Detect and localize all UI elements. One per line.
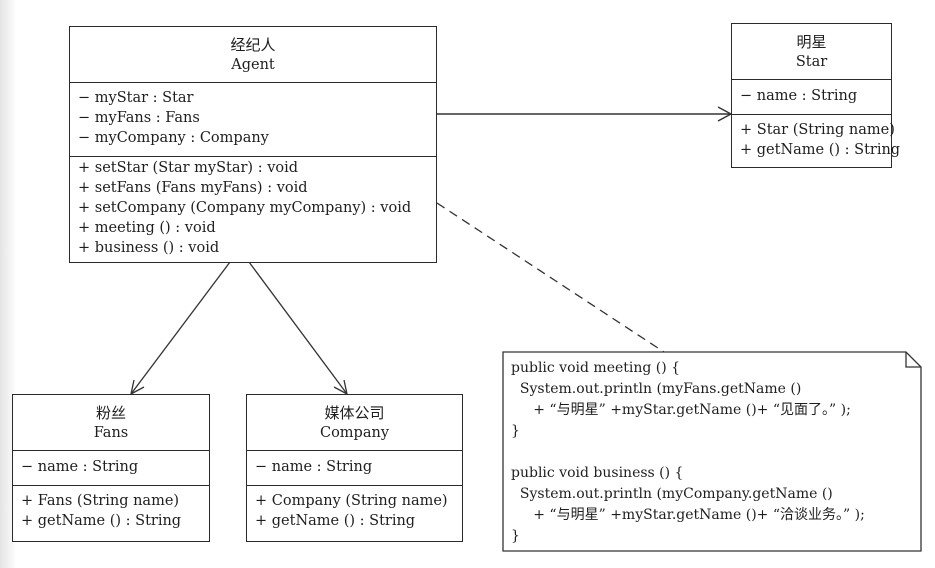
note-anchor-line <box>436 202 665 353</box>
class-name-en: Agent <box>231 56 275 73</box>
note-line: } <box>511 423 520 439</box>
class-star-attributes: − name : String <box>732 80 891 115</box>
method: + meeting () : void <box>78 220 216 236</box>
class-agent[interactable]: 经纪人 Agent − myStar : Star − myFans : Fan… <box>69 26 437 263</box>
method: + Star (String name) <box>740 122 895 138</box>
class-agent-methods: + setStar (Star myStar) : void + setFans… <box>70 157 436 258</box>
note-line: public void meeting () { <box>511 360 681 376</box>
class-name-cn: 媒体公司 <box>324 403 385 422</box>
class-star[interactable]: 明星 Star − name : String + Star (String n… <box>731 23 901 168</box>
class-name-en: Star <box>795 53 828 70</box>
class-agent-header: 经纪人 Agent <box>70 27 436 83</box>
code-note[interactable]: public void meeting () { System.out.prin… <box>503 352 921 551</box>
class-company-header: 媒体公司 Company <box>247 395 462 451</box>
method: + setFans (Fans myFans) : void <box>78 180 308 196</box>
class-name-cn: 经纪人 <box>230 35 276 54</box>
arrowhead-star <box>717 106 733 122</box>
method: + Company (String name) <box>255 493 448 509</box>
note-blank-line <box>511 442 921 463</box>
class-company[interactable]: 媒体公司 Company − name : String + Company (… <box>246 394 463 542</box>
class-company-methods: + Company (String name) + getName () : S… <box>247 486 462 531</box>
attribute: − name : String <box>255 459 373 475</box>
association-agent-company <box>248 261 348 395</box>
method: + business () : void <box>78 240 220 256</box>
class-name-en: Company <box>319 424 390 441</box>
note-line: System.out.println (myFans.getName () <box>511 381 802 397</box>
class-company-attributes: − name : String <box>247 451 462 486</box>
method: + setCompany (Company myCompany) : void <box>78 200 412 216</box>
attribute: − name : String <box>740 88 858 104</box>
method: + getName () : String <box>255 513 416 529</box>
method: + Fans (String name) <box>21 493 180 509</box>
association-agent-fans <box>130 261 231 395</box>
note-line: + “与明星” +myStar.getName ()+ “洽谈业务。” ); <box>511 507 865 523</box>
class-name-cn: 明星 <box>796 32 827 51</box>
class-fans-methods: + Fans (String name) + getName () : Stri… <box>13 486 209 531</box>
attribute: − myStar : Star <box>78 90 194 106</box>
arrowhead-fans <box>130 379 145 396</box>
method: + getName () : String <box>21 513 182 529</box>
note-line: public void business () { <box>511 465 684 481</box>
class-fans-header: 粉丝 Fans <box>13 395 209 451</box>
class-fans-attributes: − name : String <box>13 451 209 486</box>
class-name-en: Fans <box>93 424 129 441</box>
class-agent-attributes: − myStar : Star − myFans : Fans − myComp… <box>70 83 436 157</box>
class-fans[interactable]: 粉丝 Fans − name : String + Fans (String n… <box>12 394 210 542</box>
note-line: System.out.println (myCompany.getName () <box>511 486 833 502</box>
attribute: − myCompany : Company <box>78 130 269 146</box>
class-star-header: 明星 Star <box>732 24 891 80</box>
method: + setStar (Star myStar) : void <box>78 160 299 176</box>
attribute: − name : String <box>21 459 139 475</box>
note-line: } <box>511 528 520 544</box>
class-star-methods: + Star (String name) + getName () : Stri… <box>732 115 901 160</box>
arrowhead-company <box>333 379 348 396</box>
method: + getName () : String <box>740 142 901 158</box>
note-line: + “与明星” +myStar.getName ()+ “见面了。” ); <box>511 402 851 418</box>
class-name-cn: 粉丝 <box>95 403 126 422</box>
attribute: − myFans : Fans <box>78 110 200 126</box>
